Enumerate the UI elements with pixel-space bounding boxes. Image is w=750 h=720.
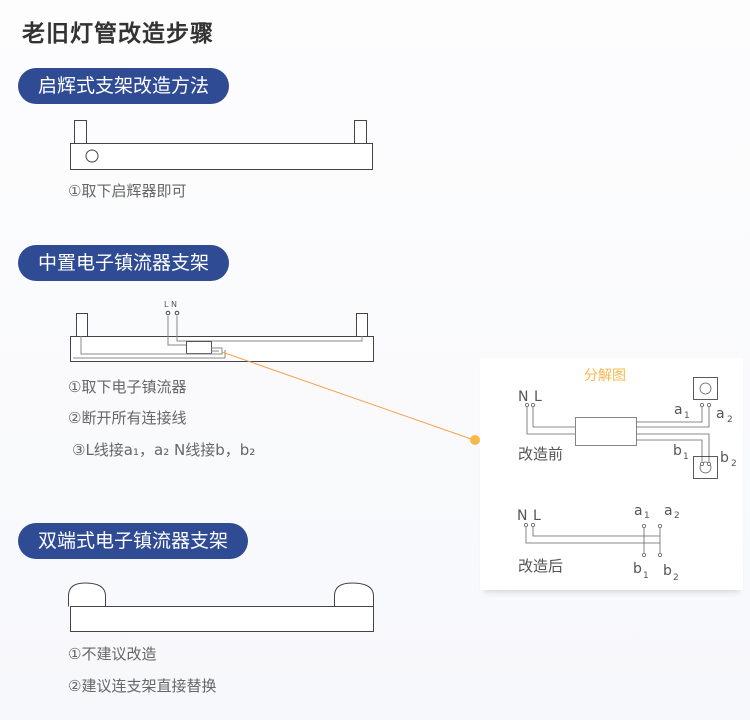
step-text: ①取下电子镇流器 (68, 378, 187, 396)
svg-text:1: 1 (683, 452, 689, 462)
svg-text:a: a (716, 406, 725, 422)
section-heading-starter: 启辉式支架改造方法 (18, 68, 230, 104)
starter-fixture (70, 120, 373, 170)
svg-text:2: 2 (731, 459, 737, 469)
step-text: ②断开所有连接线 (68, 409, 187, 427)
starter-icon (85, 149, 99, 163)
svg-text:a: a (674, 402, 683, 418)
callout-line (221, 351, 475, 441)
after-label: 改造后 (518, 557, 563, 575)
svg-text:2: 2 (674, 511, 680, 521)
svg-text:L: L (533, 508, 541, 524)
svg-text:2: 2 (673, 573, 679, 583)
svg-text:2: 2 (727, 415, 733, 425)
before-label: 改造前 (518, 445, 563, 463)
svg-text:b: b (673, 443, 682, 459)
page-title: 老旧灯管改造步骤 (22, 21, 214, 47)
svg-text:b: b (633, 561, 642, 577)
step-text: ③L线接a₁，a₂ N线接b，b₂ (72, 441, 256, 459)
svg-text:N: N (517, 508, 527, 524)
double-end-fixture (68, 582, 374, 632)
exploded-title: 分解图 (584, 368, 626, 384)
callout-dot (470, 435, 480, 445)
svg-text:N: N (518, 389, 528, 405)
step-text: ①取下启辉器即可 (68, 182, 187, 200)
svg-text:a: a (664, 503, 673, 519)
svg-text:1: 1 (643, 571, 649, 581)
svg-text:1: 1 (684, 411, 690, 421)
step-text: ②建议连支架直接替换 (68, 677, 217, 695)
svg-text:a: a (634, 503, 643, 519)
section-heading-center-ballast: 中置电子镇流器支架 (18, 245, 230, 281)
svg-text:L: L (534, 389, 542, 405)
step-text: ①不建议改造 (68, 645, 157, 663)
center-ballast-fixture: L N (70, 300, 374, 362)
exploded-view-panel (480, 358, 743, 590)
section-heading-double-end: 双端式电子镇流器支架 (18, 523, 249, 559)
ln-label: L N (164, 300, 177, 309)
svg-text:1: 1 (644, 511, 650, 521)
svg-text:b: b (663, 563, 672, 579)
svg-text:b: b (720, 450, 729, 466)
